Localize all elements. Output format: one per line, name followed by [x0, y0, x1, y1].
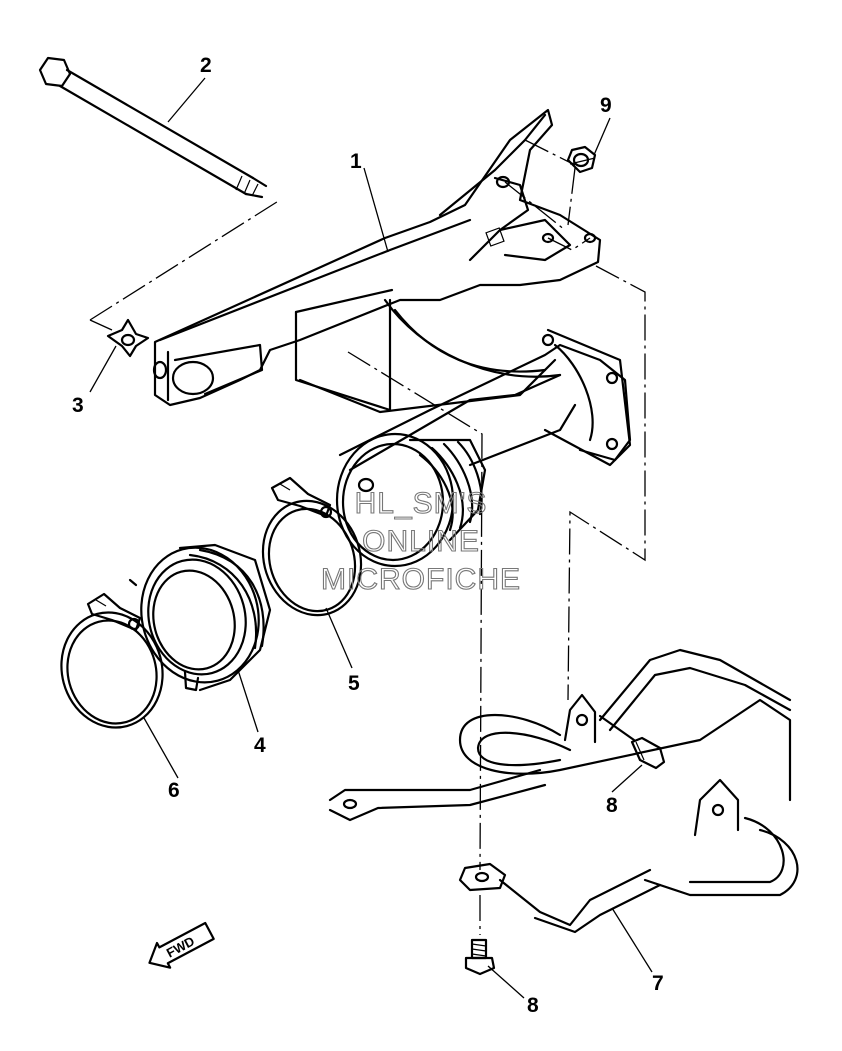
- callout-2: 2: [200, 54, 212, 77]
- forward-direction-arrow: FWD: [148, 921, 215, 969]
- watermark-line-1: HL_SM'S: [355, 487, 488, 520]
- callout-leaders: [89, 77, 653, 999]
- callout-9: 9: [600, 94, 612, 117]
- watermark: HL_SM'S ONLINE MICROFICHE: [320, 486, 521, 596]
- pivot-bolt: [38, 56, 268, 199]
- callout-6: 6: [168, 779, 180, 802]
- boot-collar: [140, 543, 272, 692]
- lock-washer: [106, 318, 150, 358]
- rear-guard-frame: [328, 648, 799, 934]
- callout-4: 4: [254, 734, 266, 757]
- assembly-center-lines: [89, 139, 646, 935]
- callout-7: 7: [652, 972, 664, 995]
- hose-clamp-small: [261, 476, 363, 617]
- swingarm: [152, 108, 632, 568]
- callout-8-upper: 8: [606, 794, 618, 817]
- callout-1: 1: [350, 150, 362, 173]
- callout-3: 3: [72, 394, 84, 417]
- hose-clamp-large: [60, 578, 164, 729]
- flange-bolt-upper: [598, 714, 666, 770]
- nut: [566, 145, 597, 174]
- callout-5: 5: [348, 672, 360, 695]
- callout-labels: 1 2 3 4 5 6 7 8 8 9: [72, 54, 664, 1017]
- watermark-line-3: MICROFICHE: [321, 563, 521, 596]
- watermark-line-2: ONLINE: [362, 525, 480, 558]
- callout-8-lower: 8: [527, 994, 539, 1017]
- flange-bolt-lower: [464, 938, 496, 976]
